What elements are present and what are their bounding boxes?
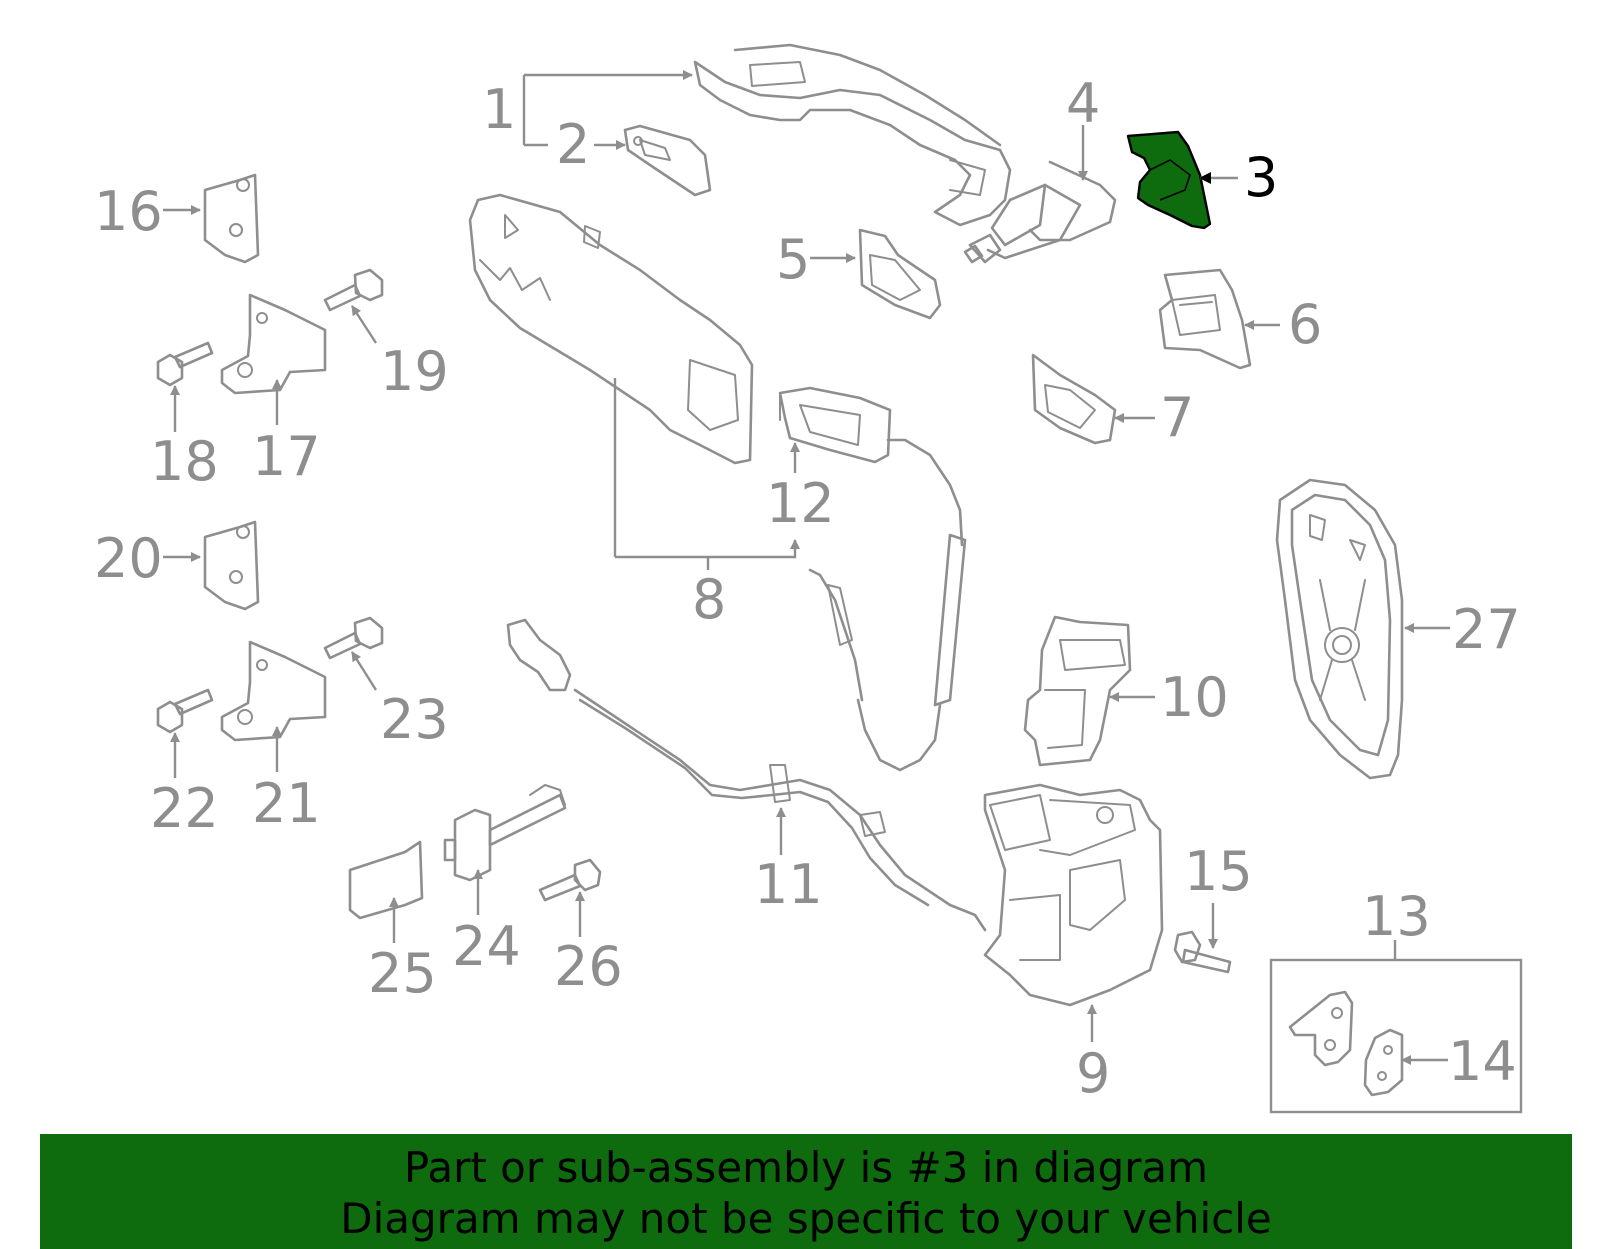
callout-17: 17 <box>252 425 321 488</box>
part-27-trim-cover[interactable] <box>1275 478 1404 780</box>
callout-10: 10 <box>1160 666 1229 729</box>
info-banner: Part or sub-assembly is #3 in diagram Di… <box>40 1134 1572 1249</box>
part-5-pad[interactable] <box>858 228 942 320</box>
part-7-pad[interactable] <box>1031 353 1117 445</box>
callout-8: 8 <box>692 568 726 631</box>
leader-lines <box>163 75 1450 1065</box>
part-3-highlighted-cover[interactable] <box>1126 130 1212 230</box>
callout-25: 25 <box>368 942 437 1005</box>
callout-2: 2 <box>556 113 590 176</box>
callout-27: 27 <box>1452 598 1521 661</box>
callout-6: 6 <box>1288 293 1322 356</box>
callout-5: 5 <box>776 228 810 291</box>
callout-16: 16 <box>94 180 163 243</box>
callout-22: 22 <box>150 777 219 840</box>
callout-18: 18 <box>150 430 219 493</box>
part-10-bracket[interactable] <box>1023 615 1132 767</box>
callout-4: 4 <box>1066 72 1100 135</box>
part-2-gasket[interactable] <box>623 124 712 197</box>
part-16-hinge-bracket[interactable] <box>203 173 260 264</box>
part-23-bolt[interactable] <box>323 616 384 660</box>
callout-20: 20 <box>94 527 163 590</box>
part-15-screw[interactable] <box>1173 930 1232 974</box>
part-20-hinge-bracket[interactable] <box>203 520 260 611</box>
callout-24: 24 <box>452 915 521 978</box>
banner-line-1: Part or sub-assembly is #3 in diagram <box>403 1143 1209 1192</box>
part-9-latch-assembly[interactable] <box>983 783 1164 1007</box>
part-14-gasket[interactable] <box>1363 1028 1404 1097</box>
part-25-plate[interactable] <box>348 840 424 920</box>
callout-7: 7 <box>1160 386 1194 449</box>
part-17-hinge[interactable] <box>220 293 327 395</box>
part-24-door-check[interactable] <box>443 784 567 882</box>
part-4-lock-cylinder[interactable] <box>963 160 1117 264</box>
callout-9: 9 <box>1076 1042 1110 1105</box>
part-8-handle-bracket[interactable] <box>468 193 754 465</box>
callout-26: 26 <box>554 935 623 998</box>
callout-23: 23 <box>380 688 449 751</box>
callout-labels: 1 2 3 4 5 6 7 8 9 10 11 12 13 14 15 16 1… <box>94 72 1521 1105</box>
part-22-bolt[interactable] <box>156 688 214 734</box>
part-19-bolt[interactable] <box>323 268 384 312</box>
callout-13: 13 <box>1362 885 1431 948</box>
banner-line-2: Diagram may not be specific to your vehi… <box>340 1194 1272 1243</box>
callout-1: 1 <box>482 78 516 141</box>
callout-19: 19 <box>380 340 449 403</box>
part-21-hinge[interactable] <box>220 640 327 742</box>
part-6-housing[interactable] <box>1158 268 1252 370</box>
part-1-outside-handle[interactable] <box>693 43 1012 227</box>
callout-21: 21 <box>252 772 321 835</box>
callout-12: 12 <box>766 472 835 535</box>
callout-11: 11 <box>754 853 823 916</box>
part-12-cable-assembly[interactable] <box>778 386 967 772</box>
part-26-bolt[interactable] <box>538 858 602 902</box>
part-11-release-cable[interactable] <box>506 618 987 932</box>
part-18-bolt[interactable] <box>156 341 214 387</box>
callout-15: 15 <box>1184 840 1253 903</box>
callout-14: 14 <box>1448 1030 1517 1093</box>
callout-3: 3 <box>1244 146 1278 209</box>
